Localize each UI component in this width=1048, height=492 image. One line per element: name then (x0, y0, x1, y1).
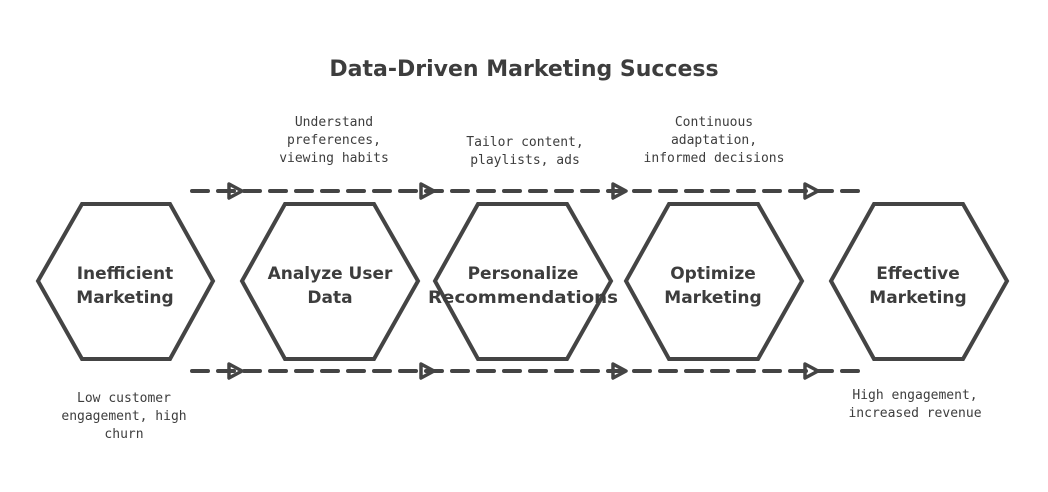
svg-text:viewing habits: viewing habits (279, 151, 389, 166)
node-label: Effective (876, 264, 960, 284)
node-label: Marketing (664, 288, 761, 308)
diagram-title: Data-Driven Marketing Success (329, 57, 718, 82)
node-effective-marketing: Effective Marketing (828, 202, 1010, 361)
svg-text:increased revenue: increased revenue (848, 406, 981, 421)
arrowhead-icon (227, 362, 244, 380)
note-continuous-adaptation: Continuous adaptation, informed decision… (644, 115, 785, 166)
svg-text:preferences,: preferences, (287, 133, 381, 148)
note-understand-preferences: Understand preferences, viewing habits (279, 115, 389, 166)
note-high-engagement: High engagement, increased revenue (848, 388, 981, 421)
node-label: Recommendations (428, 288, 618, 308)
node-label: Data (307, 288, 352, 308)
svg-text:High engagement,: High engagement, (852, 388, 977, 403)
svg-text:Low customer: Low customer (77, 391, 171, 406)
node-label: Marketing (76, 288, 173, 308)
node-label: Personalize (468, 264, 579, 284)
svg-text:Understand: Understand (295, 115, 373, 130)
svg-text:Continuous: Continuous (675, 115, 753, 130)
node-analyze-user-data: Analyze User Data (239, 202, 421, 361)
arrowhead-icon (419, 362, 436, 380)
node-label: Marketing (869, 288, 966, 308)
node-personalize-recommendations: Personalize Recommendations (428, 202, 618, 361)
node-label: Analyze User (268, 264, 393, 284)
note-low-engagement: Low customer engagement, high churn (61, 391, 186, 442)
arrowhead-icon (227, 182, 244, 200)
svg-text:engagement, high: engagement, high (61, 409, 186, 424)
bottom-flow-line (190, 362, 868, 380)
svg-text:churn: churn (104, 427, 143, 442)
arrowhead-icon (803, 182, 820, 200)
svg-text:playlists, ads: playlists, ads (470, 153, 580, 168)
arrowhead-icon (419, 182, 436, 200)
node-inefficient-marketing: Inefficient Marketing (35, 202, 216, 361)
node-label: Inefficient (77, 264, 174, 284)
arrowhead-icon (611, 182, 628, 200)
svg-text:Tailor content,: Tailor content, (466, 135, 583, 150)
svg-text:adaptation,: adaptation, (671, 133, 757, 148)
arrowhead-icon (803, 362, 820, 380)
top-flow-line (190, 182, 868, 200)
svg-text:informed decisions: informed decisions (644, 151, 785, 166)
node-optimize-marketing: Optimize Marketing (623, 202, 805, 361)
note-tailor-content: Tailor content, playlists, ads (466, 135, 583, 168)
arrowhead-icon (611, 362, 628, 380)
node-label: Optimize (670, 264, 756, 284)
